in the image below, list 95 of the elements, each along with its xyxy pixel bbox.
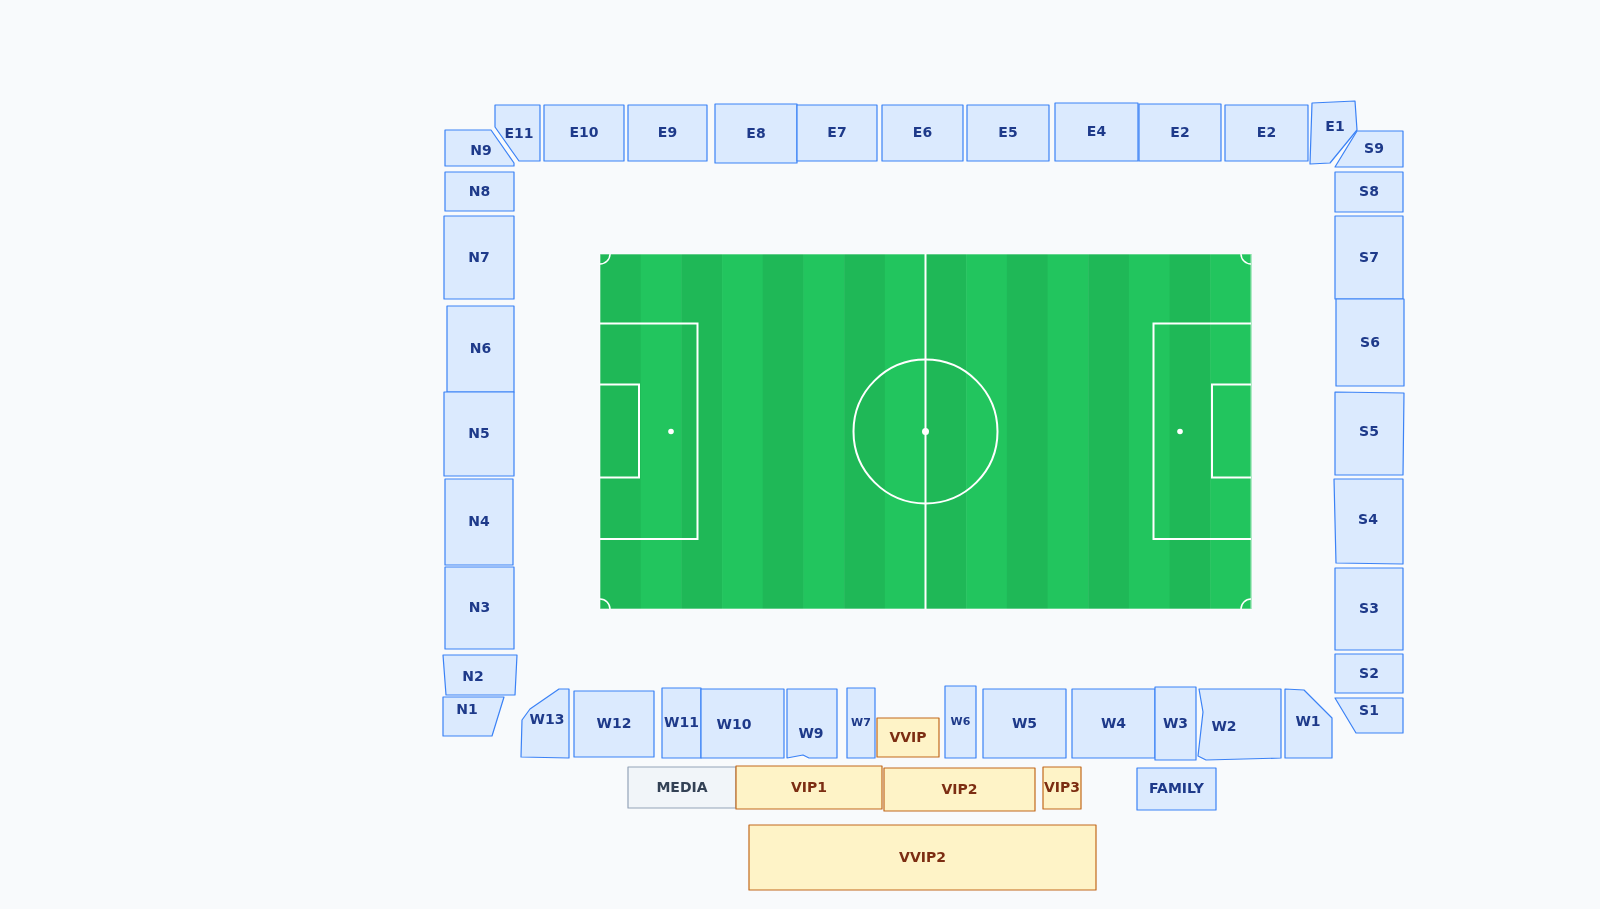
section-label: E2: [1170, 124, 1190, 141]
seating-section: [1224, 104, 1309, 162]
seating-section: [494, 104, 541, 162]
section-label: W3: [1162, 715, 1189, 732]
section-label: E8: [746, 125, 766, 142]
seating-section: [1309, 100, 1358, 165]
seating-section: [443, 391, 515, 477]
seating-section: [1334, 653, 1404, 694]
section-label: VVIP2: [899, 849, 946, 866]
section-label: E4: [1086, 124, 1107, 140]
section-label: S5: [1359, 424, 1379, 440]
seating-section: [883, 767, 1036, 812]
seating-section: [627, 104, 708, 162]
seating-section: [1071, 688, 1156, 759]
section-label: E10: [569, 125, 599, 141]
section-label: VIP2: [941, 781, 978, 798]
section-label: VVIP: [889, 729, 927, 746]
section-label: N3: [468, 600, 491, 616]
section-label: S2: [1359, 665, 1379, 682]
seating-section: [1136, 767, 1217, 811]
seating-section: [543, 104, 625, 162]
section-label: W13: [529, 712, 565, 728]
seating-section: [1284, 688, 1333, 759]
seating-section: [1333, 478, 1404, 565]
seating-section: [1334, 171, 1404, 213]
seating-section: [661, 687, 702, 759]
section-label: W11: [664, 715, 699, 731]
seating-section: [1334, 130, 1404, 168]
section-label: S1: [1359, 703, 1379, 719]
seating-section: [1138, 103, 1222, 162]
seating-section: [444, 566, 515, 650]
section-label: VIP1: [791, 779, 827, 796]
seating-section: [966, 104, 1050, 162]
seating-section: [627, 766, 737, 809]
section-label: W5: [1011, 715, 1038, 732]
seating-section: [442, 696, 505, 737]
seating-section: [1334, 567, 1404, 651]
section-label: E6: [912, 125, 933, 141]
seating-section: [876, 717, 940, 758]
seating-section: [443, 215, 515, 300]
seating-section: [1334, 391, 1405, 476]
section-label: S4: [1358, 512, 1378, 528]
seating-section: [735, 765, 883, 810]
seating-section: [1154, 686, 1197, 761]
seating-section: [1335, 298, 1405, 387]
seating-section: [573, 690, 655, 758]
seating-section: [444, 171, 515, 212]
section-label: S9: [1364, 141, 1384, 157]
section-label: N2: [462, 669, 484, 685]
section-label: E1: [1325, 119, 1345, 135]
section-label: N8: [468, 183, 491, 200]
section-label: N1: [456, 702, 478, 718]
section-label: W12: [596, 716, 632, 732]
seating-section: [520, 688, 570, 759]
section-label: E7: [827, 125, 847, 141]
section-label: S3: [1359, 601, 1379, 617]
section-label: N5: [468, 426, 490, 442]
seating-section: [446, 305, 515, 393]
section-label: S7: [1359, 249, 1379, 266]
section-label: S8: [1359, 184, 1379, 200]
seating-section: [982, 688, 1067, 759]
section-label: W10: [716, 717, 752, 733]
section-label: E11: [504, 126, 534, 142]
seating-section: [714, 103, 798, 164]
seating-section: [881, 104, 964, 162]
section-label: S6: [1360, 334, 1380, 351]
section-label: E5: [998, 125, 1018, 141]
section-label: W2: [1211, 719, 1237, 735]
seating-section: [1042, 766, 1082, 810]
section-label: E9: [657, 125, 678, 141]
seating-section: [944, 685, 977, 759]
section-label: N9: [470, 143, 492, 159]
seating-section: [748, 824, 1097, 891]
section-label: W6: [950, 715, 971, 729]
seating-section: [444, 478, 514, 566]
seating-section: [846, 687, 876, 759]
seating-section: [700, 688, 785, 759]
section-label: N6: [469, 341, 492, 357]
seating-section: [786, 688, 838, 759]
seating-section: [1334, 697, 1404, 734]
seating-section: [1054, 102, 1139, 162]
section-label: W7: [851, 716, 871, 730]
section-label: E2: [1256, 125, 1277, 141]
section-label: N7: [468, 249, 490, 266]
section-label: W1: [1295, 714, 1321, 730]
section-label: FAMILY: [1149, 781, 1204, 797]
section-label: W4: [1100, 715, 1127, 732]
section-label: VIP3: [1044, 780, 1080, 796]
seating-section: [442, 654, 518, 696]
seating-section: [1334, 215, 1404, 300]
section-label: MEDIA: [656, 779, 708, 796]
seating-section: [796, 104, 878, 162]
section-label: N4: [468, 514, 490, 530]
section-label: W9: [798, 726, 824, 742]
seating-section: [1197, 688, 1282, 761]
